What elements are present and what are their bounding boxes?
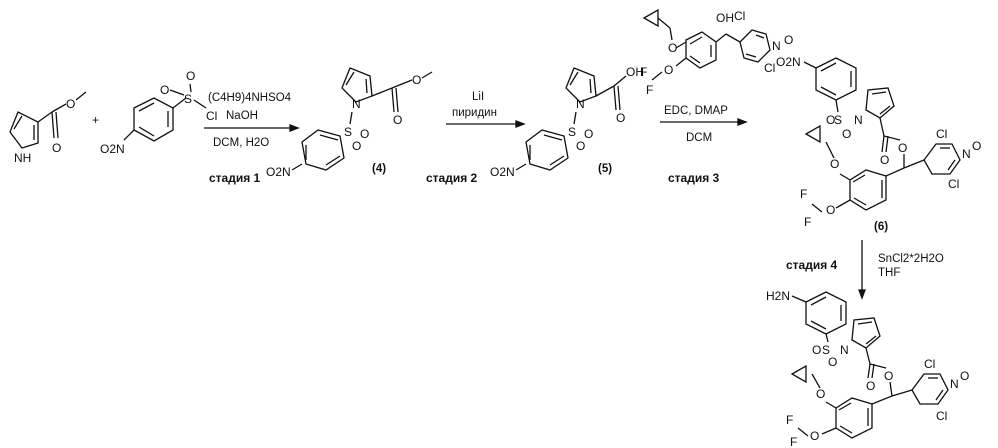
compound6-carbonyl-o: O <box>880 153 889 167</box>
step1-reagent-2: NaOH <box>226 110 258 122</box>
compound6-label: (6) <box>874 221 888 233</box>
step2-reagent: LiI <box>472 91 484 103</box>
step2-solvent: пиридин <box>452 107 497 119</box>
compound6-f-1: F <box>800 187 807 201</box>
reagent-f-2: F <box>646 83 653 97</box>
compound5-s: S <box>568 125 576 139</box>
nitro-group: O2N <box>100 142 125 156</box>
compound5-n: N <box>576 97 585 111</box>
reagent-o-minus: O <box>784 33 793 47</box>
compound4-so-2: O <box>352 139 361 153</box>
compound6-cl-2: Cl <box>948 177 959 191</box>
reagent-cl-1: Cl <box>734 9 745 23</box>
compound4-s: S <box>344 125 352 139</box>
compound6-so-1: O <box>826 113 835 127</box>
compound4-ester-o: O <box>412 73 421 87</box>
compound4-carbonyl-o: O <box>393 113 402 127</box>
compound6-o-minus: O <box>972 139 981 153</box>
sulfonyl-s: S <box>184 92 192 106</box>
compound6-ether-o-2: O <box>826 203 835 217</box>
product-n-oxide: N <box>950 377 959 391</box>
step3-reagent: EDC, DMAP <box>664 105 728 117</box>
product-o-minus: O <box>960 369 969 383</box>
compound4-so-1: O <box>360 127 369 141</box>
step1-solvent: DCM, H2O <box>213 137 269 149</box>
compound6-so-2: O <box>842 127 851 141</box>
cl-label: Cl <box>206 109 217 123</box>
product-amine: H2N <box>766 289 790 303</box>
compound4-label: (4) <box>372 163 386 175</box>
step4-reagent: SnCl2*2H2O <box>878 253 944 265</box>
compound-5: N O OH S O O O2N (5) <box>490 65 644 179</box>
compound5-so-2: O <box>576 139 585 153</box>
compound-6: O2N S O O N O O Cl Cl N O O <box>776 55 981 233</box>
compound4-n: N <box>352 97 361 111</box>
product-carbonyl-o: O <box>866 379 875 393</box>
compound6-n-oxide: N <box>962 147 971 161</box>
step3-stage: стадия 3 <box>668 171 720 185</box>
compound6-ester-o: O <box>898 141 907 155</box>
compound6-ether-o-1: O <box>830 157 839 171</box>
compound6-nitro: O2N <box>776 55 801 69</box>
alcohol-reagent: O O F F OH Cl Cl N O <box>640 9 793 97</box>
reagent-ether-o-1: O <box>668 41 677 55</box>
product-ester-o: O <box>884 369 893 383</box>
compound5-label: (5) <box>598 163 612 175</box>
nh-label: NH <box>14 151 31 165</box>
step2-stage: стадия 2 <box>426 171 478 185</box>
reagent-cl-2: Cl <box>764 61 775 75</box>
product-cl-2: Cl <box>936 409 947 423</box>
compound5-so-1: O <box>584 127 593 141</box>
carbonyl-o: O <box>52 141 61 155</box>
plus-sign: + <box>92 113 99 127</box>
nitrobenzenesulfonyl-chloride: S O O Cl O2N <box>100 69 217 156</box>
compound6-cl-1: Cl <box>936 127 947 141</box>
final-product: H2N S O O N O O Cl Cl N O O <box>766 289 969 448</box>
product-so-2: O <box>828 355 837 369</box>
compound4-nitro: O2N <box>266 165 291 179</box>
step3-solvent: DCM <box>686 132 712 144</box>
sulfonyl-o-2: O <box>186 69 195 83</box>
reagent-oh: OH <box>716 11 734 25</box>
product-cl-1: Cl <box>924 357 935 371</box>
step1-reagent-1: (C4H9)4NHSO4 <box>208 92 292 104</box>
reagent-f-1: F <box>640 65 647 79</box>
compound5-carbonyl-o: O <box>616 111 625 125</box>
product-f-1: F <box>786 413 793 427</box>
product-f-2: F <box>790 435 797 448</box>
compound6-f-2: F <box>804 215 811 229</box>
arrow-step-3: EDC, DMAP DCM стадия 3 <box>660 105 746 185</box>
step4-stage: стадия 4 <box>786 258 838 272</box>
step4-solvent: THF <box>878 267 900 279</box>
ester-o: O <box>66 97 75 111</box>
reagent-ether-o-2: O <box>664 63 673 77</box>
sulfonyl-o-top: O <box>160 83 169 97</box>
product-so-1: O <box>812 343 821 357</box>
product-ether-o-2: O <box>810 429 819 443</box>
step1-stage: стадия 1 <box>209 171 261 185</box>
compound-4: N O O S O O O2N (4) <box>266 68 432 179</box>
reagent-n-oxide: N <box>772 39 781 53</box>
compound6-n: N <box>854 113 863 127</box>
product-n: N <box>840 343 849 357</box>
arrow-step-4: SnCl2*2H2O THF стадия 4 <box>786 240 944 298</box>
product-ether-o-1: O <box>816 387 825 401</box>
compound5-nitro: O2N <box>490 165 515 179</box>
methyl-pyrrole-carboxylate: NH O O <box>10 92 86 165</box>
